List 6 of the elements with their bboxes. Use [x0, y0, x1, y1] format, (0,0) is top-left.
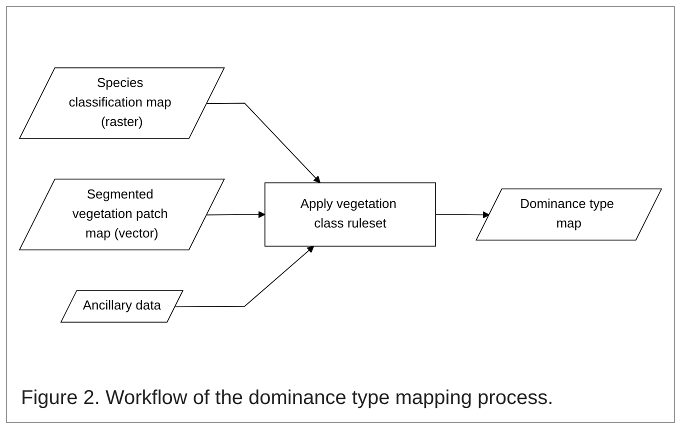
arrow	[174, 246, 314, 308]
arrow	[435, 211, 490, 218]
arrow	[206, 210, 266, 218]
node-box: Apply vegetation class ruleset	[264, 182, 436, 247]
figure-caption: Figure 2. Workflow of the dominance type mapping process.	[20, 386, 554, 411]
arrow	[206, 102, 320, 184]
